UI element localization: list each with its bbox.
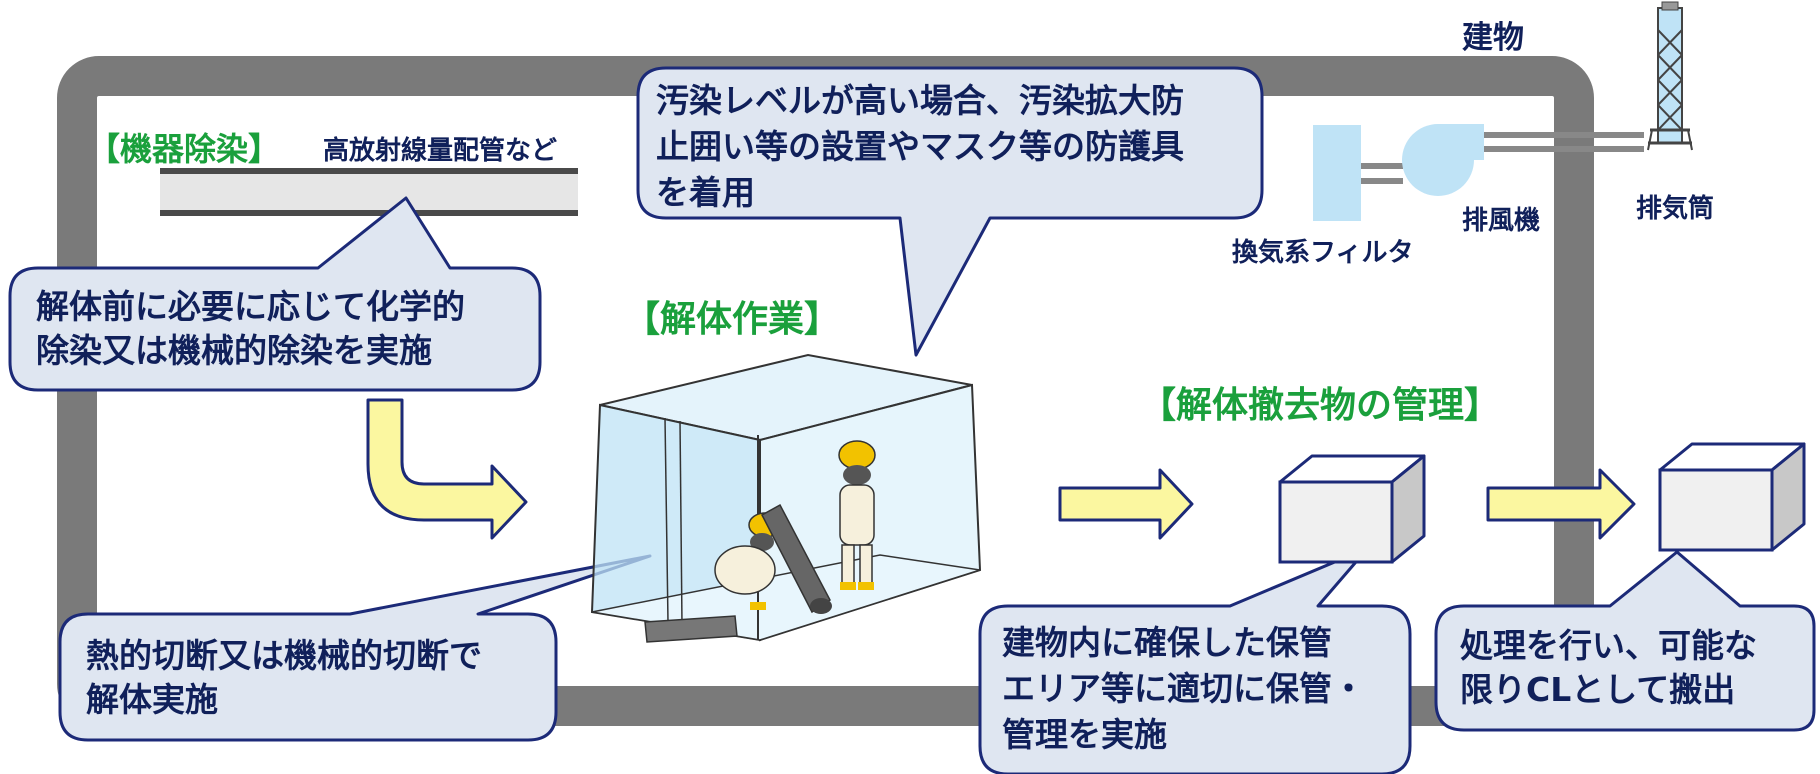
storage-bubble-line-1: 建物内に確保した保管 [1002,623,1332,662]
building-label: 建物 [1462,20,1524,56]
release-bubble-line-1: 処理を行い、可能な [1460,626,1757,665]
storage-bubble-text: 建物内に確保した保管 エリア等に適切に保管・ 管理を実施 [1002,620,1365,758]
exhaust-fan-icon [1402,124,1484,196]
waste-container-icon-2 [1658,442,1806,552]
decontamination-bubble-line-1: 解体前に必要に応じて化学的 [36,287,465,326]
cutting-bubble-line-2: 解体実施 [86,680,218,719]
storage-bubble-line-3: 管理を実施 [1002,715,1167,754]
dismantling-title: 【解体作業】 [624,299,841,340]
cutting-bubble [58,554,652,742]
decontamination-title: 【機器除染】 [88,130,281,168]
release-bubble [1434,550,1816,732]
waste-management-title: 【解体撤去物の管理】 [1140,385,1501,426]
cutting-bubble-line-1: 熱的切断又は機械的切断で [86,636,482,675]
decontamination-bubble-line-2: 除染又は機械的除染を実施 [36,331,432,370]
duct-filter-to-fan [1361,163,1403,184]
ventilation-filter-icon [1313,125,1361,221]
protection-bubble-line-2: 止囲い等の設置やマスク等の防護具 [656,127,1184,166]
stack-label: 排気筒 [1636,194,1715,224]
duct-fan-to-stack [1484,132,1644,152]
decontamination-bubble-text: 解体前に必要に応じて化学的 除染又は機械的除染を実施 [36,285,465,373]
filter-label: 換気系フィルタ [1232,238,1414,268]
waste-container-icon-1 [1278,454,1426,564]
worker-standing-icon [838,440,876,590]
protection-bubble-line-1: 汚染レベルが高い場合、汚染拡大防 [656,81,1184,120]
decontamination-subtitle: 高放射線量配管など [323,136,558,166]
protection-bubble-line-3: を着用 [656,173,755,212]
pipe-icon [160,168,578,216]
exhaust-stack-icon [1647,1,1693,151]
contamination-enclosure-icon [590,353,982,642]
fan-label: 排風機 [1462,206,1541,236]
protection-bubble [636,66,1264,357]
protection-bubble-text: 汚染レベルが高い場合、汚染拡大防 止囲い等の設置やマスク等の防護具 を着用 [656,78,1184,216]
storage-bubble-line-2: エリア等に適切に保管・ [1002,669,1365,708]
flow-arrow-curved [366,398,528,540]
flow-arrow-2 [1486,468,1636,540]
cutting-bubble-text: 熱的切断又は機械的切断で 解体実施 [86,634,482,722]
flow-arrow-1 [1058,468,1194,540]
release-bubble-text: 処理を行い、可能な 限りCLとして搬出 [1460,624,1757,712]
decontamination-bubble [8,196,542,392]
release-bubble-line-2: 限りCLとして搬出 [1460,670,1736,709]
cut-pipe-icon [644,503,832,643]
